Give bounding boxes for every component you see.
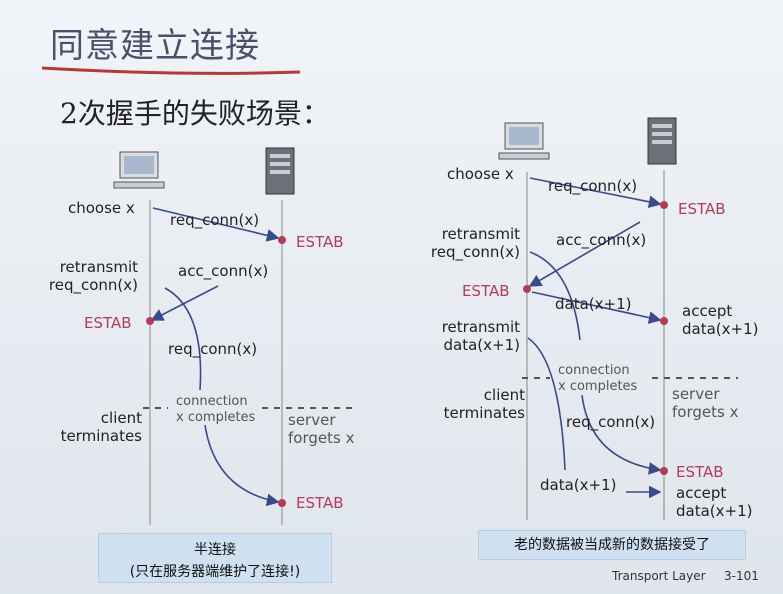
old-data-note: 老的数据被当成新的数据接受了 (478, 530, 746, 560)
retransmit-data-label: retransmit (441, 318, 520, 336)
retransmit-label: retransmit (441, 225, 520, 243)
data-arrow (531, 291, 662, 324)
server-estab-dot (278, 236, 286, 244)
client-estab-dot (146, 317, 154, 325)
acc-conn-arrow (528, 221, 641, 287)
forgets-label: forgets x (288, 429, 355, 447)
data-label: data(x+1) (555, 295, 632, 313)
accept-data-label: data(x+1) (682, 320, 759, 338)
footer-page: 3-101 (724, 569, 759, 583)
final-estab-dot (660, 467, 668, 475)
client-computer-icon (498, 122, 550, 160)
retransmit-label: retransmit (59, 258, 138, 276)
client-label: client (483, 386, 525, 404)
choose-label: choose x (68, 199, 135, 217)
server-estab-dot (660, 201, 668, 209)
half-connection-note: 半连接 (只在服务器端维护了连接!) (98, 533, 332, 583)
completes-label: x completes (558, 379, 638, 394)
server-label: server (288, 411, 336, 429)
accept-data-label-2: data(x+1) (676, 502, 753, 520)
note-title: 半连接 (194, 542, 236, 558)
req-conn-label: req_conn(x) (548, 177, 638, 195)
note-detail: (只在服务器端维护了连接!) (129, 564, 301, 580)
client-estab-dot (523, 285, 531, 293)
req-conn-label: req_conn(x) (170, 211, 260, 229)
choose-label: choose x (447, 165, 514, 183)
client-label: client (100, 409, 142, 427)
footer-layer: Transport Layer (612, 569, 706, 583)
title-underline (41, 66, 301, 75)
server-estab-label: ESTAB (296, 233, 344, 251)
server-tower-icon (647, 117, 677, 165)
retransmit-req-label: req_conn(x) (430, 243, 520, 261)
retransmit-data-curve (527, 337, 566, 471)
slide-subtitle: 2次握手的失败场景： (60, 97, 330, 130)
client-computer-icon (113, 151, 165, 189)
terminates-label: terminates (60, 427, 142, 445)
connection-label: connection (558, 363, 630, 378)
acc-conn-arrow (150, 285, 219, 321)
final-estab-label: ESTAB (676, 463, 724, 481)
retransmit-curve (529, 251, 581, 341)
data-label-2: data(x+1) (540, 476, 617, 494)
late-req-arrow (581, 394, 662, 475)
retransmit-data-value: data(x+1) (443, 336, 520, 354)
late-req-arrow (204, 424, 280, 507)
server-tower-icon (265, 147, 295, 195)
forgets-label: forgets x (672, 403, 739, 421)
accept-label-2: accept (676, 484, 727, 502)
completes-label: x completes (176, 410, 256, 425)
req-conn-arrow (152, 207, 280, 242)
req-conn-arrow (529, 177, 662, 209)
accept-dot (660, 317, 668, 325)
acc-conn-label: acc_conn(x) (178, 262, 269, 280)
final-estab-dot (278, 499, 286, 507)
req-conn-label-2: req_conn(x) (566, 413, 656, 431)
accept-label: accept (682, 302, 733, 320)
final-estab-label: ESTAB (296, 494, 344, 512)
client-estab-label: ESTAB (84, 314, 132, 332)
retransmit-req-label: req_conn(x) (48, 276, 138, 294)
retransmit-curve (164, 287, 202, 391)
server-estab-label: ESTAB (678, 200, 726, 218)
acc-conn-label: acc_conn(x) (556, 231, 647, 249)
client-estab-label: ESTAB (462, 282, 510, 300)
server-label: server (672, 385, 720, 403)
connection-label: connection (176, 394, 248, 409)
req-conn-label-2: req_conn(x) (168, 340, 258, 358)
terminates-label: terminates (443, 404, 525, 422)
slide-title: 同意建立连接 (50, 26, 260, 66)
